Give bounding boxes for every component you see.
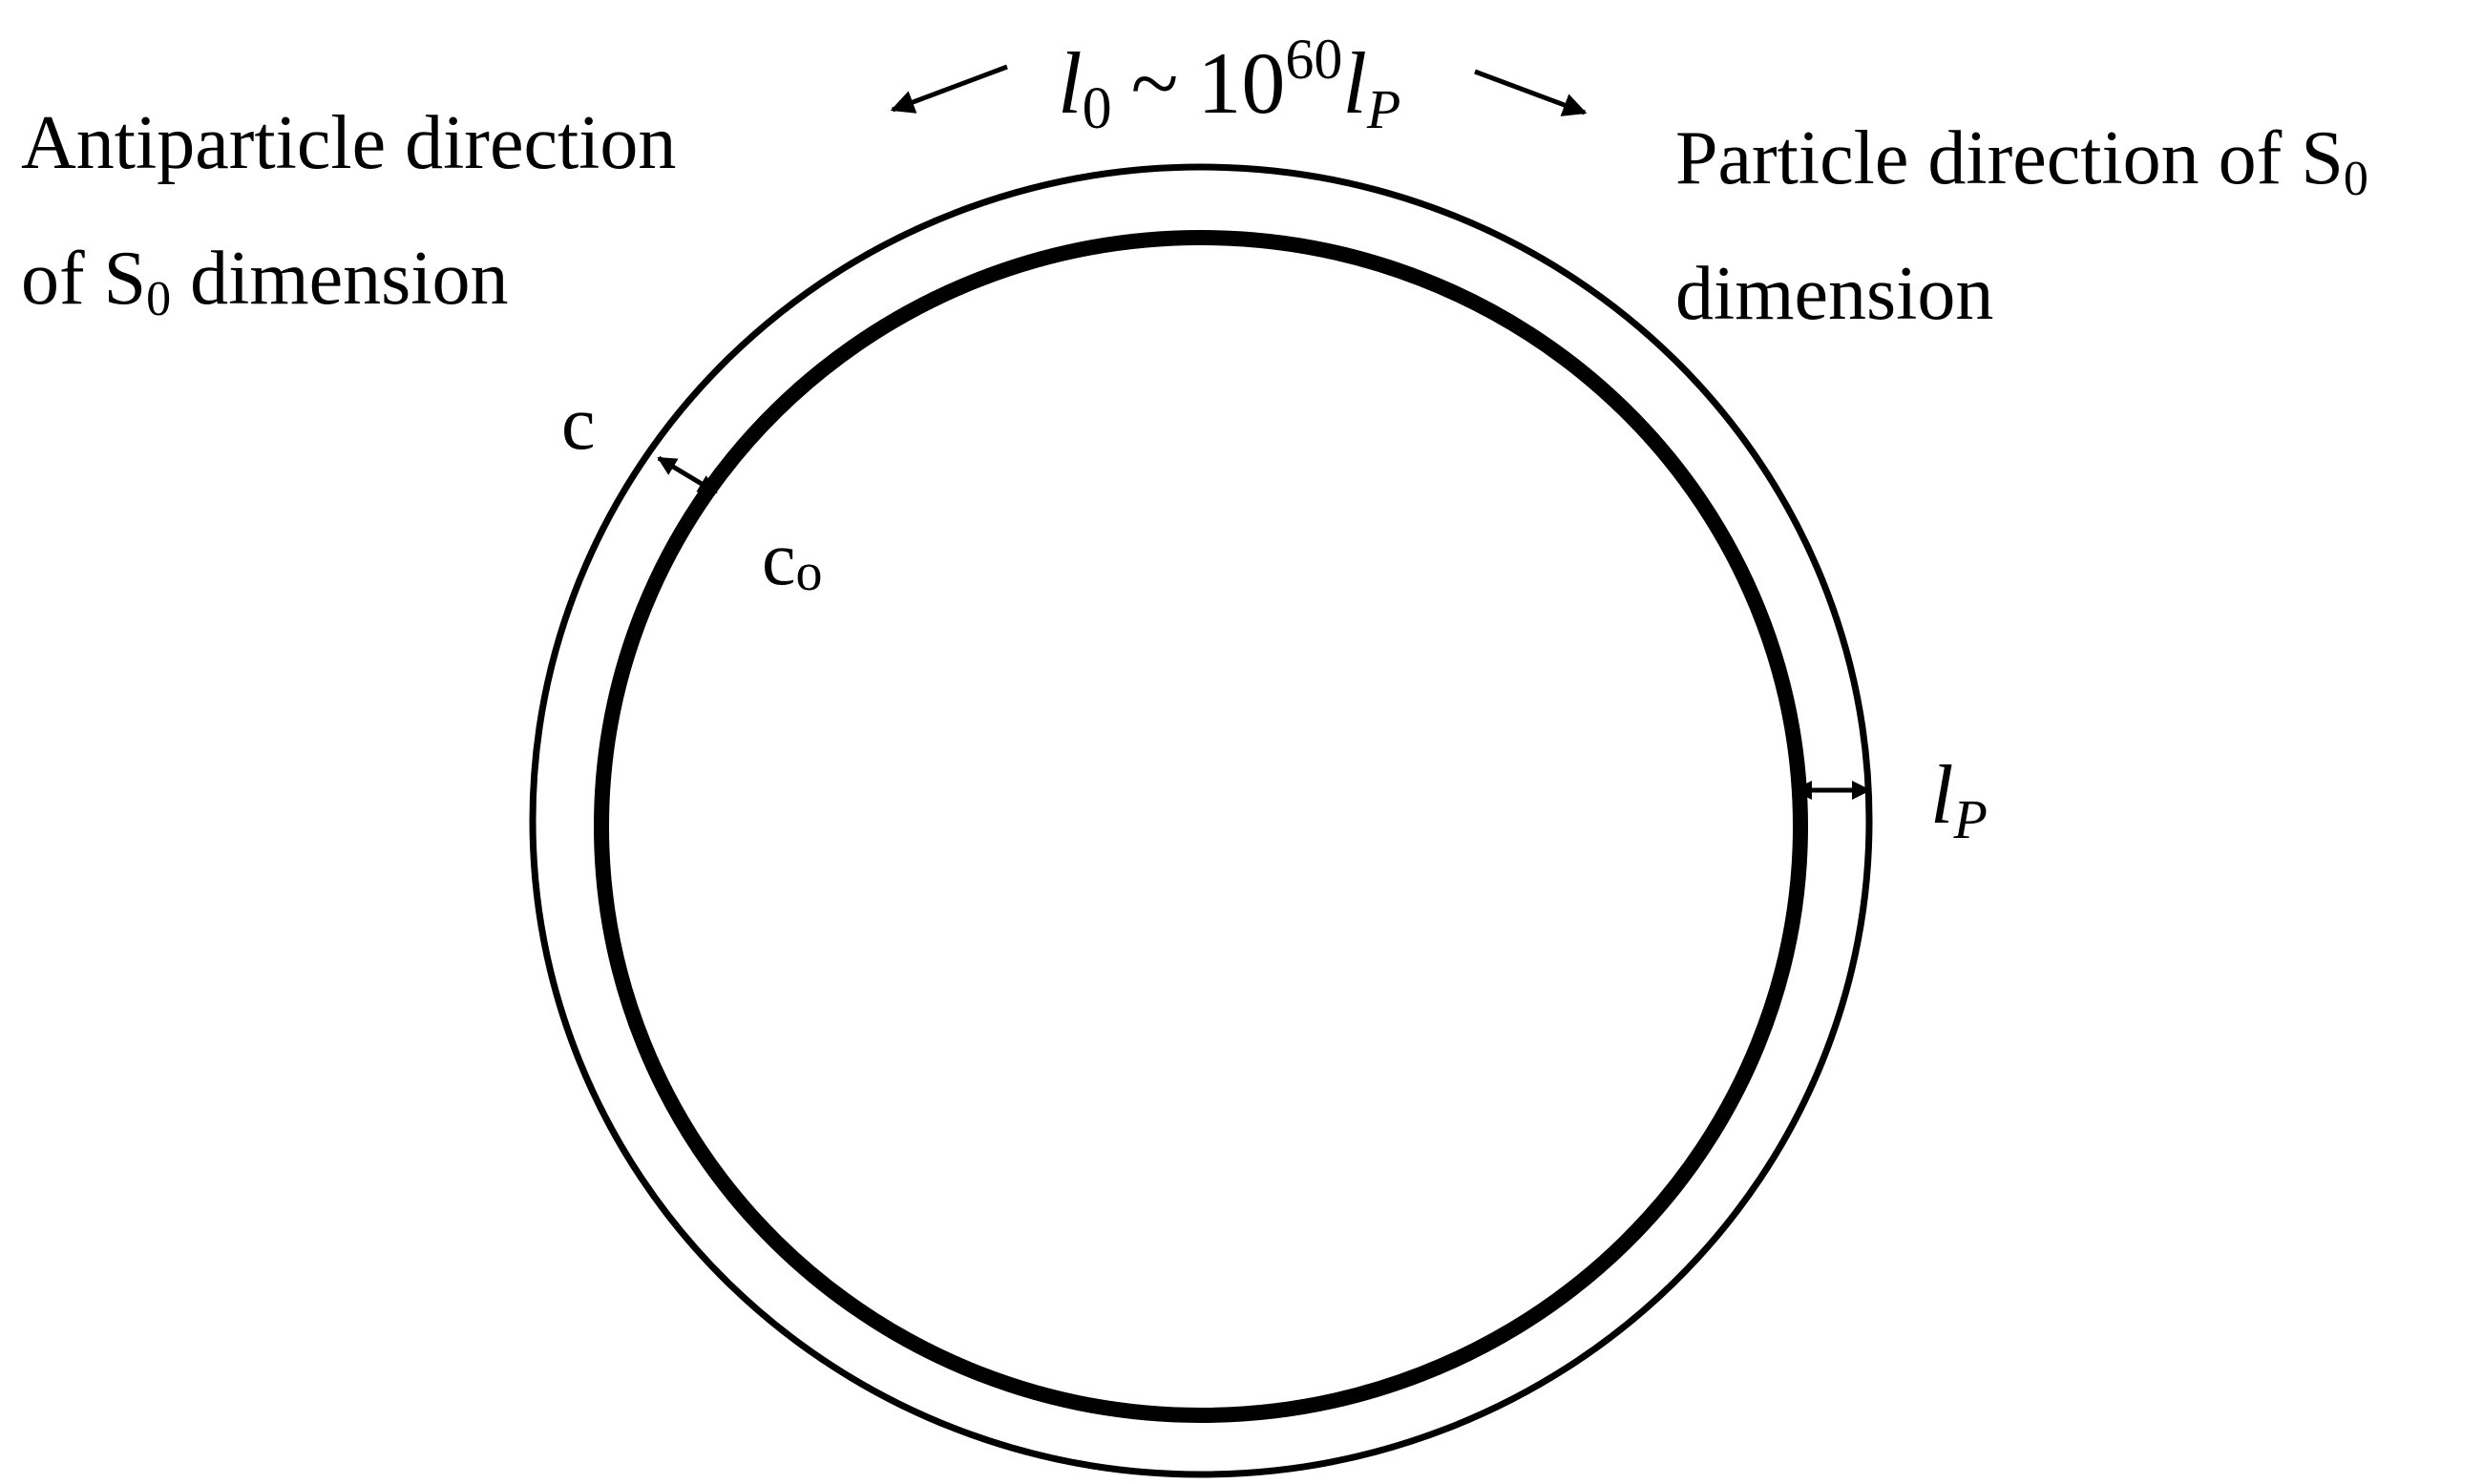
outer-circle [529,163,1873,1478]
scale-lp-subscript: P [1366,78,1400,140]
particle-label-line1: Particle direction of S0 [1675,116,2368,206]
scale-tilde: ~ [1131,34,1179,132]
scale-lp-symbol: l [1342,34,1367,132]
outer-circle-label: c [561,382,596,466]
scale-exponent: 60 [1285,28,1342,91]
particle-line1-subscript: 0 [2344,152,2368,206]
scale-base: 10 [1197,34,1285,132]
scale-l-symbol: l [1058,34,1083,132]
left-gap-arrow [657,455,718,495]
gap-label-subscript: P [1952,788,1987,850]
inner-circle-label-subscript: o [796,543,823,602]
inner-circle-label: co [762,517,823,602]
particle-line1-prefix: Particle direction of S [1675,116,2344,200]
antiparticle-line2-subscript: 0 [146,272,171,326]
scale-l-subscript: 0 [1083,76,1112,141]
gap-label-symbol: l [1930,749,1953,842]
left-direction-arrow [890,64,1008,114]
antiparticle-label-line2: of S0 dimension [21,237,508,326]
particle-label-line2: dimension [1675,252,1993,336]
inner-circle [594,230,1808,1423]
gap-label: lP [1930,749,1988,850]
inner-circle-label-main: c [762,517,796,601]
scale-label: l0~1060lP [1058,28,1400,141]
antiparticle-label-line1: Antiparticle direction [21,101,676,185]
antiparticle-line2-prefix: of S [21,237,146,321]
antiparticle-line2-suffix: dimension [171,237,508,321]
right-direction-arrow [1474,69,1588,116]
